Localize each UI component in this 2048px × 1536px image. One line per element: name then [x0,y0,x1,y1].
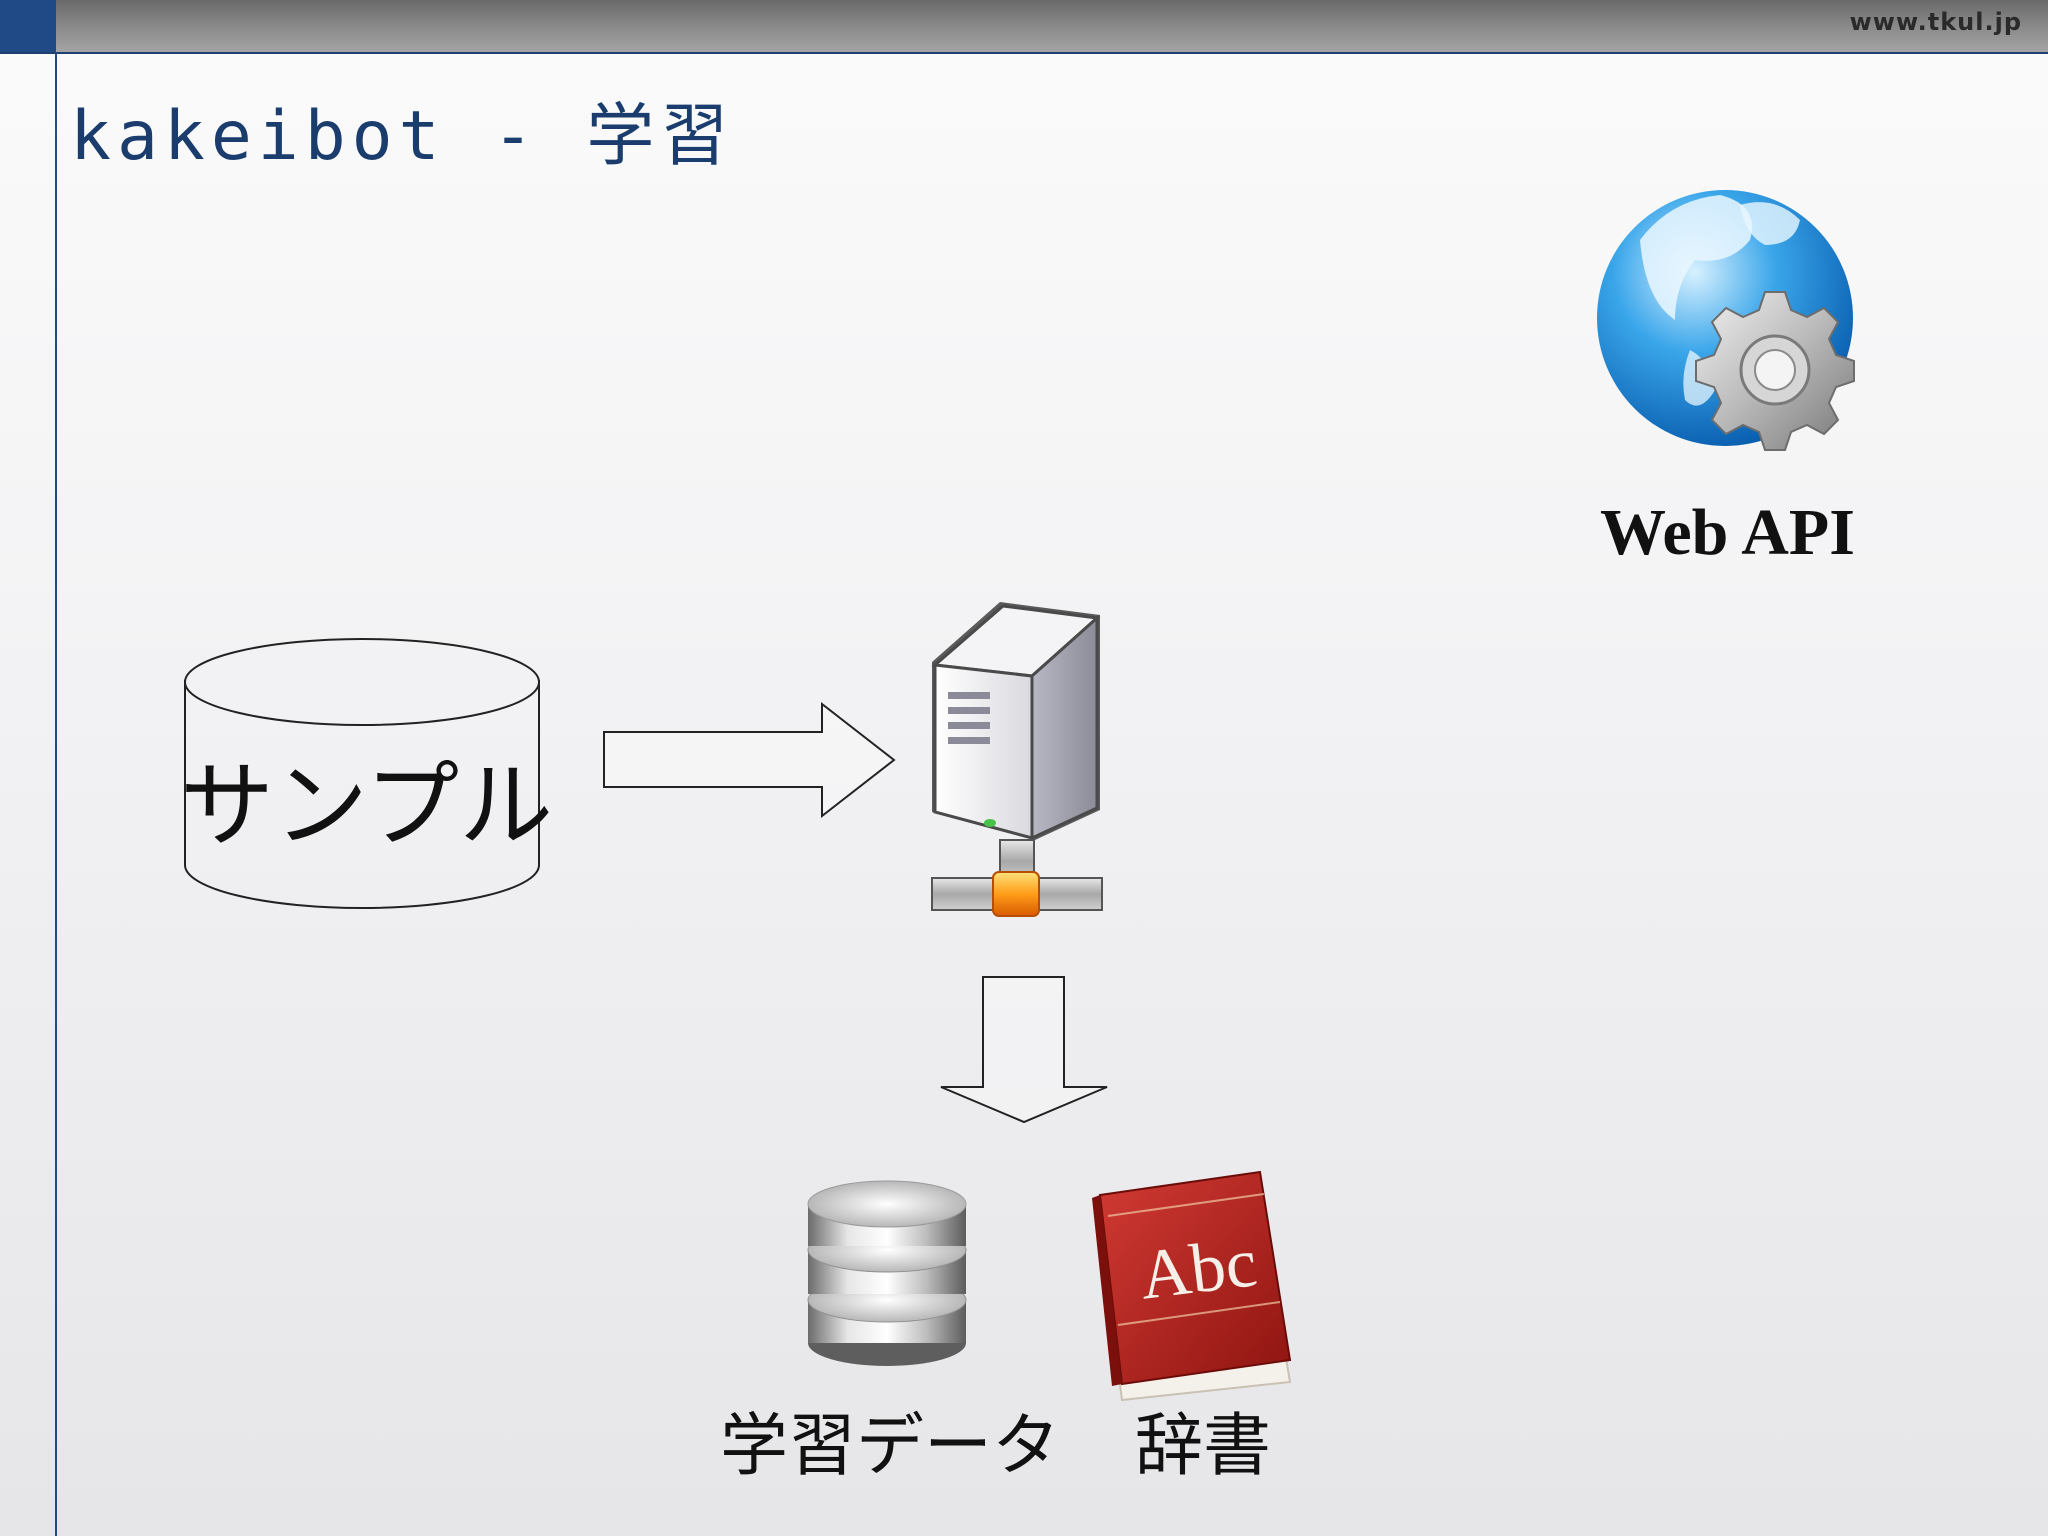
sample-label: サンプル [180,752,554,861]
top-bar: www.tkul.jp [0,0,2048,54]
dictionary-book-icon: Abc [1092,1170,1292,1402]
server-icon [931,602,1103,917]
slide-title: kakeibot - 学習 [70,97,735,176]
dictionary-cover-text: Abc [1136,1224,1261,1315]
database-icon [807,1180,967,1366]
globe-gear-icon [1597,190,1855,451]
down-arrow [940,976,1108,1124]
dictionary-label: 辞書 [1135,1407,1272,1486]
right-arrow [603,701,896,819]
learning-data-label: 学習データ [720,1407,1061,1486]
corner-accent [0,0,56,52]
sample-cylinder [184,638,540,909]
site-url: www.tkul.jp [1849,8,2022,36]
left-accent-line [55,52,57,1536]
web-api-label: Web API [1600,496,1855,569]
